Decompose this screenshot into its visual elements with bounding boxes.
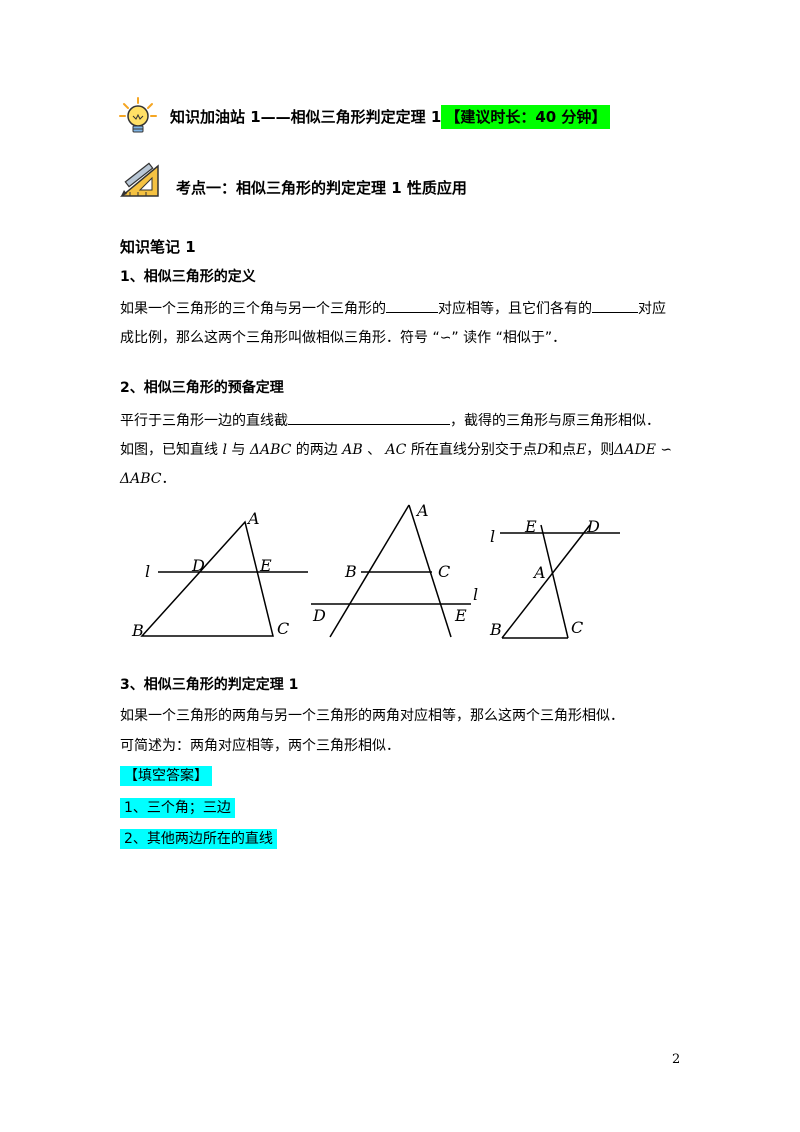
section-3-line-2: 可简述为：两角对应相等，两个三角形相似． (120, 738, 400, 754)
section-2-line-1: 平行于三角形一边的直线截 ，截得的三角形与原三角形相似． (120, 410, 660, 431)
answer-2: 2、其他两边所在的直线 (120, 829, 277, 849)
label-E: E (454, 606, 467, 625)
line-ae (408, 504, 452, 638)
math-D: D (536, 442, 549, 458)
label-l: l (490, 527, 495, 546)
answer-2-text: 2、其他两边所在的直线 (120, 829, 277, 849)
text-span: 与 (231, 442, 246, 458)
label-l: l (473, 585, 478, 604)
math-abc: ΔABC (249, 442, 292, 458)
text-span: ，截得的三角形与原三角形相似． (450, 413, 660, 429)
exam-point-title: 考点一：相似三角形的判定定理 1 性质应用 (176, 179, 467, 197)
label-A: A (246, 509, 260, 528)
math-ade: ΔADE ∽ (614, 442, 673, 458)
math-ac: AC (385, 442, 407, 458)
section-3-line-1: 如果一个三角形的两角与另一个三角形的两角对应相等，那么这两个三角形相似． (120, 708, 624, 724)
text-span: 所在直线分别交于点 (410, 442, 537, 458)
blank-2 (592, 298, 638, 313)
label-A: A (532, 563, 546, 582)
label-B: B (489, 620, 502, 639)
line-ec (540, 524, 569, 639)
label-B: B (131, 621, 144, 640)
label-A: A (415, 501, 429, 520)
label-D: D (312, 606, 326, 625)
text-span: 和点 (548, 442, 577, 458)
math-ab: AB (342, 442, 363, 458)
label-C: C (571, 618, 583, 637)
page-number: 2 (672, 1052, 681, 1067)
text-span: ，则 (586, 442, 615, 458)
answers-heading: 【填空答案】 (120, 766, 212, 786)
label-C: C (277, 619, 289, 638)
section-3-title: 3、相似三角形的判定定理 1 (120, 677, 299, 693)
text-span: 对应相等，且它们各有的 (438, 301, 592, 317)
header-title: 知识加油站 1——相似三角形判定定理 1 (170, 108, 442, 126)
duration-badge: 【建议时长：40 分钟】 (441, 105, 611, 129)
figure-3: E D A B C l (489, 517, 620, 639)
text-span: 的两边 (295, 442, 338, 458)
notes-heading: 知识笔记 1 (120, 238, 196, 256)
lightbulb-icon (118, 96, 158, 136)
label-E: E (524, 517, 537, 536)
blank-3 (288, 410, 450, 425)
label-D: D (586, 517, 600, 536)
answer-1: 1、三个角；三边 (120, 798, 235, 818)
text-span: 如图，已知直线 (120, 442, 218, 458)
section-1-title: 1、相似三角形的定义 (120, 269, 256, 285)
label-D: D (191, 556, 205, 575)
label-B: B (344, 562, 357, 581)
line-ad (329, 504, 410, 638)
figure-2: A B C D E l (311, 501, 478, 638)
math-E: E (576, 442, 587, 458)
section-2-title: 2、相似三角形的预备定理 (120, 380, 284, 396)
triangle-abc (140, 520, 274, 637)
section-2-line-3: ΔABC． (120, 469, 175, 489)
page-header: 知识加油站 1——相似三角形判定定理 1【建议时长：40 分钟】 (170, 105, 611, 129)
text-span: 对应 (638, 301, 666, 317)
text-span: ． (161, 471, 176, 487)
blank-1 (386, 298, 438, 313)
text-span: 平行于三角形一边的直线截 (120, 413, 288, 429)
line-db (501, 524, 591, 639)
math-abc-2: ΔABC (120, 471, 162, 487)
answers-heading-label: 【填空答案】 (120, 766, 212, 786)
section-2-line-2: 如图，已知直线 l 与 ΔABC 的两边 AB 、 AC 所在直线分别交于点D和… (120, 440, 672, 460)
math-l: l (222, 442, 227, 458)
label-C: C (438, 562, 450, 581)
answer-1-text: 1、三个角；三边 (120, 798, 235, 818)
section-1-line-1: 如果一个三角形的三个角与另一个三角形的 对应相等，且它们各有的 对应 (120, 298, 666, 319)
text-span: 、 (367, 442, 382, 458)
label-E: E (259, 556, 272, 575)
figure-1: A B C D E l (131, 509, 308, 640)
section-1-line-2: 成比例，那么这两个三角形叫做相似三角形．符号 “∽” 读作 “相似于”． (120, 330, 567, 346)
text-span: 如果一个三角形的三个角与另一个三角形的 (120, 301, 386, 317)
label-l: l (145, 562, 150, 581)
pencil-ruler-icon (118, 160, 162, 200)
